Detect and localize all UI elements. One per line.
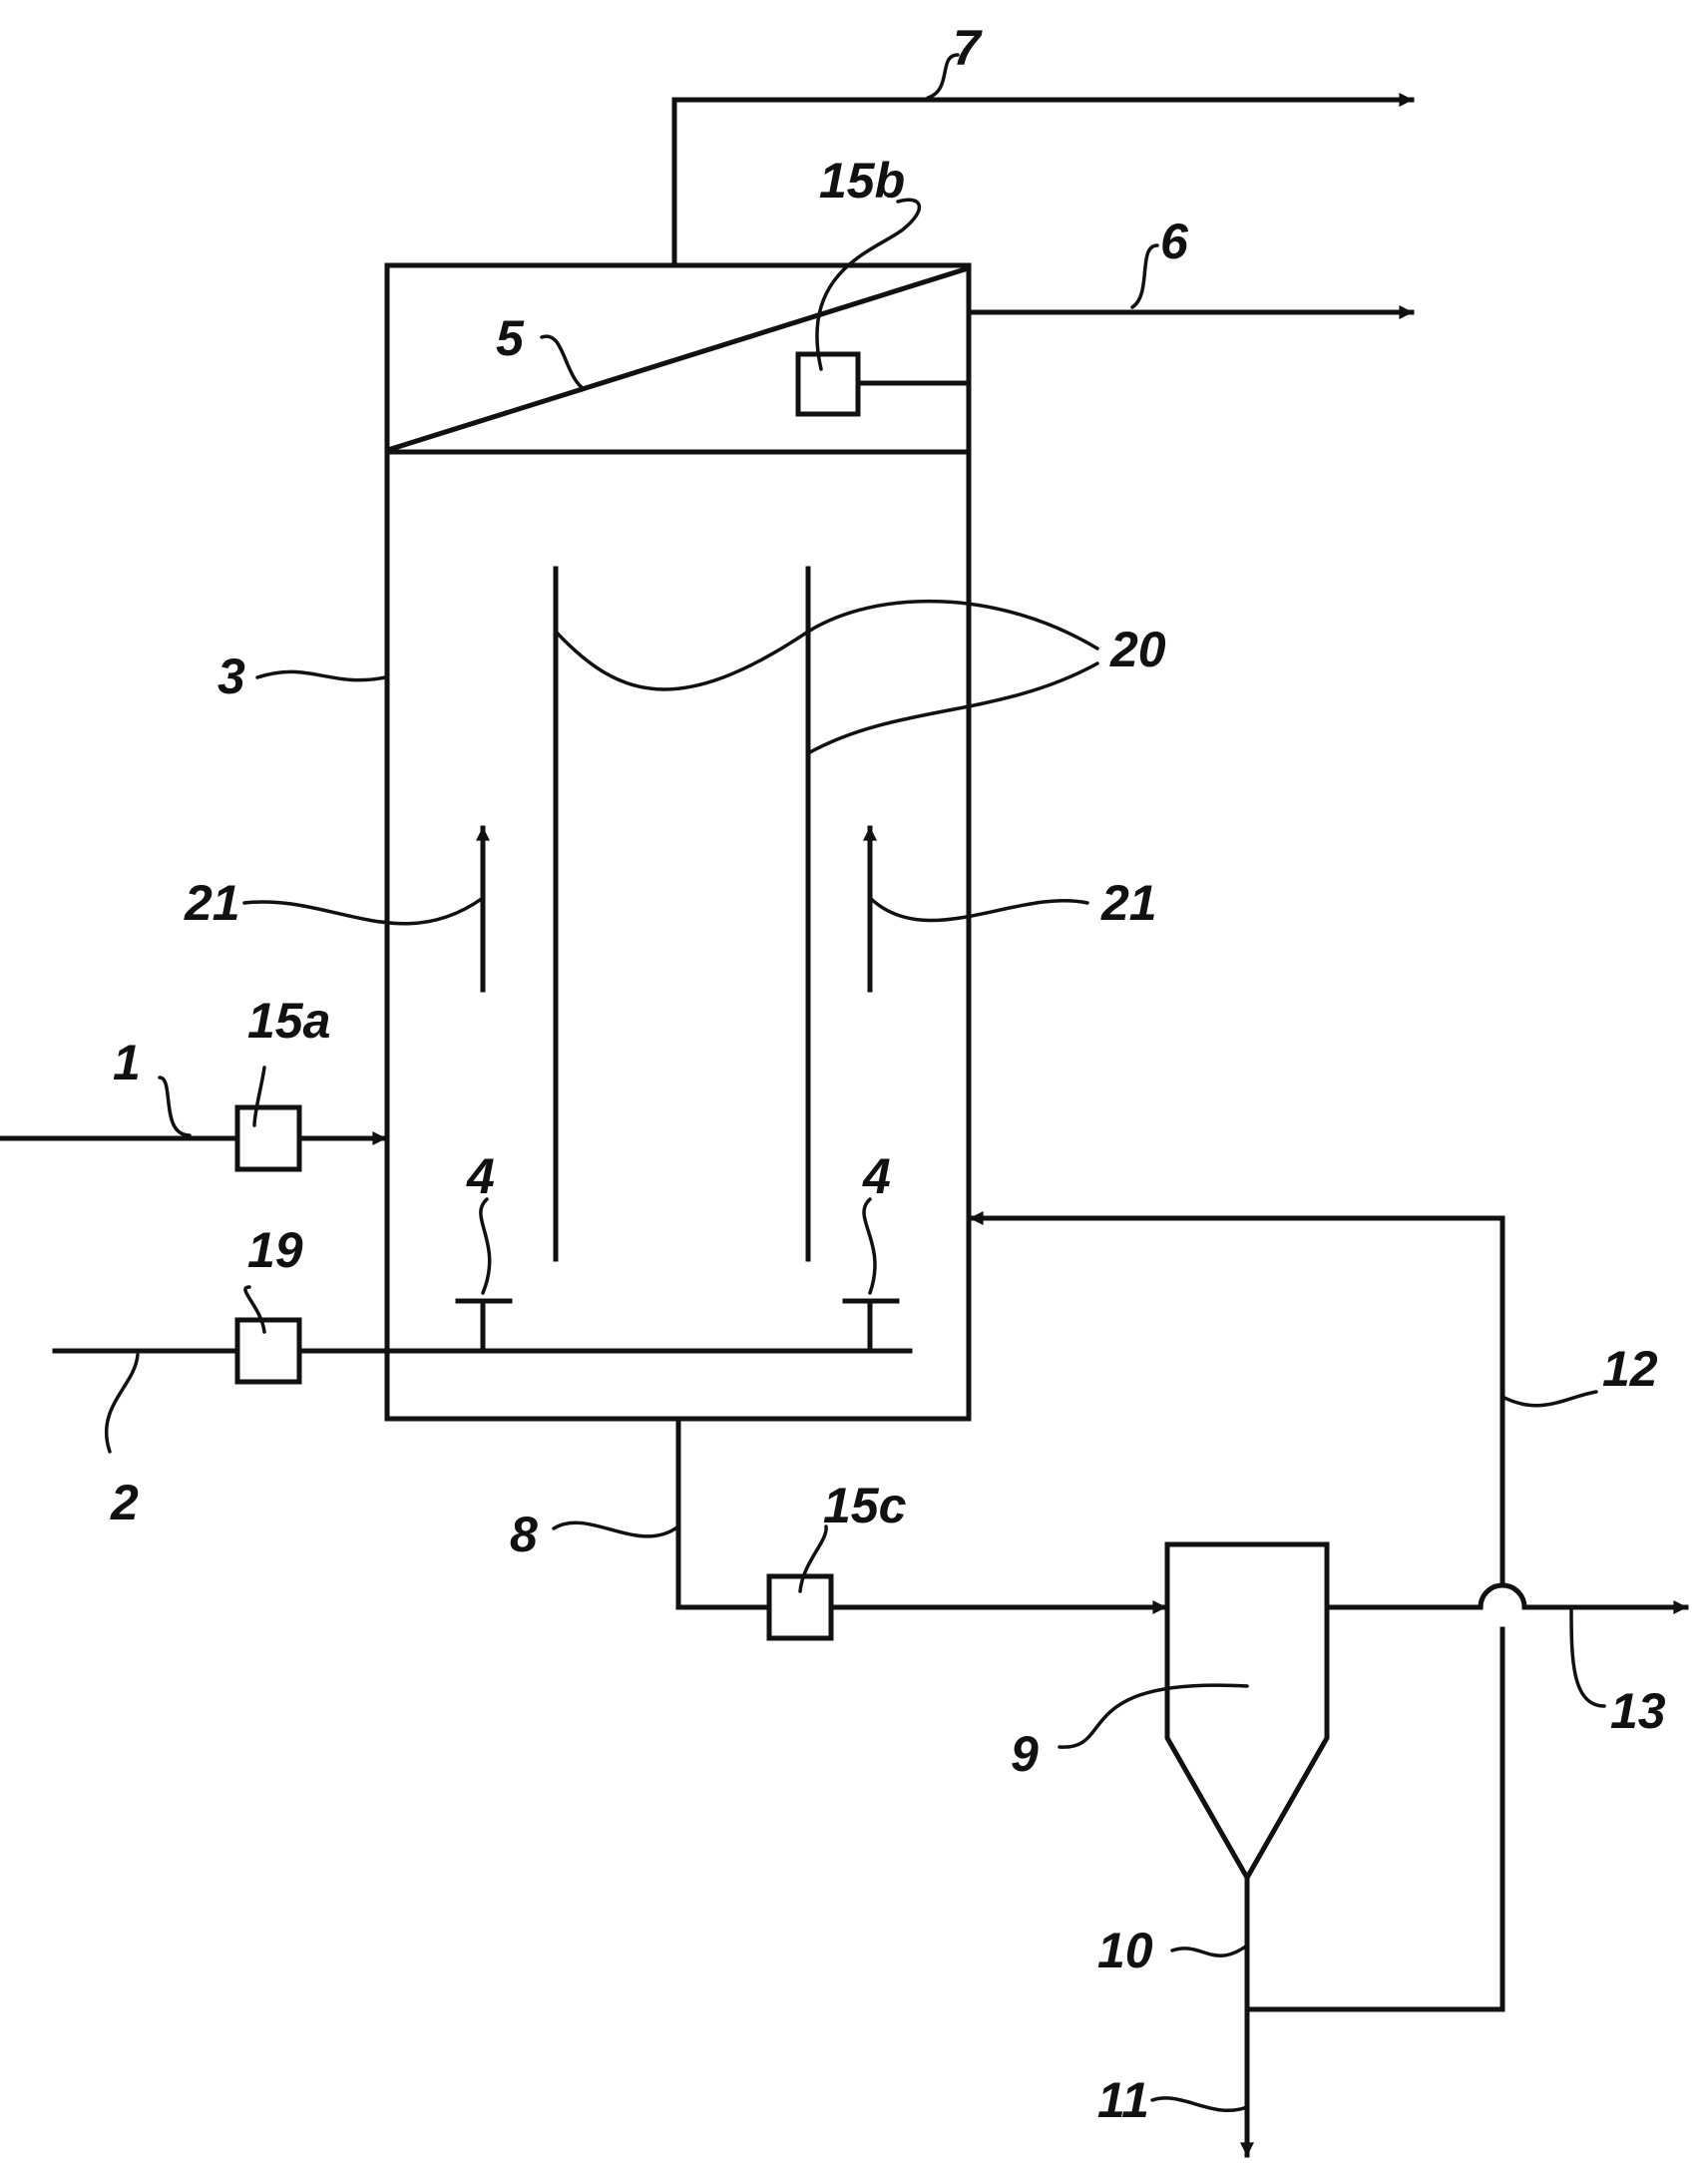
label-3: 3: [217, 649, 245, 704]
label-15c: 15c: [823, 1478, 907, 1533]
label-1: 1: [113, 1035, 141, 1090]
label-15a: 15a: [247, 993, 330, 1049]
reactor-vessel: [384, 262, 972, 1422]
label-5: 5: [496, 310, 525, 366]
outlet-line-8: [675, 1416, 1168, 1641]
baffle-plates: [553, 566, 811, 1262]
separator-vessel: [1164, 1541, 1330, 1884]
label-4-left: 4: [466, 1148, 495, 1204]
valve-19: [234, 1317, 302, 1385]
gas-line-2: [52, 1317, 302, 1385]
reference-labels: 1 15a 19 2 3 4 4 5 15b 6 7 20 21 21 8 15…: [110, 20, 1666, 2128]
sensor-15b: [795, 351, 968, 417]
gas-distributor: [296, 1298, 913, 1354]
label-13: 13: [1610, 1683, 1666, 1739]
label-6: 6: [1160, 214, 1189, 269]
label-11: 11: [1097, 2072, 1149, 2128]
leader-lines: [104, 53, 1606, 2113]
label-12: 12: [1602, 1341, 1658, 1397]
label-15b: 15b: [819, 153, 905, 209]
feed-line-1: [0, 1104, 388, 1172]
label-19: 19: [247, 1222, 303, 1278]
recycle-line-12: [968, 1211, 1505, 2012]
label-8: 8: [510, 1507, 538, 1562]
label-21-left: 21: [184, 875, 240, 931]
sensor-15a: [234, 1104, 302, 1172]
label-7: 7: [953, 20, 983, 76]
flow-arrows: [476, 825, 877, 993]
label-21-right: 21: [1100, 875, 1157, 931]
label-9: 9: [1011, 1726, 1039, 1782]
label-20: 20: [1109, 622, 1166, 677]
outlet-line-7: [671, 93, 1415, 268]
label-10: 10: [1097, 1923, 1153, 1978]
label-4-right: 4: [862, 1148, 891, 1204]
overflow-line-13: [1324, 1582, 1689, 1614]
label-2: 2: [110, 1475, 139, 1530]
